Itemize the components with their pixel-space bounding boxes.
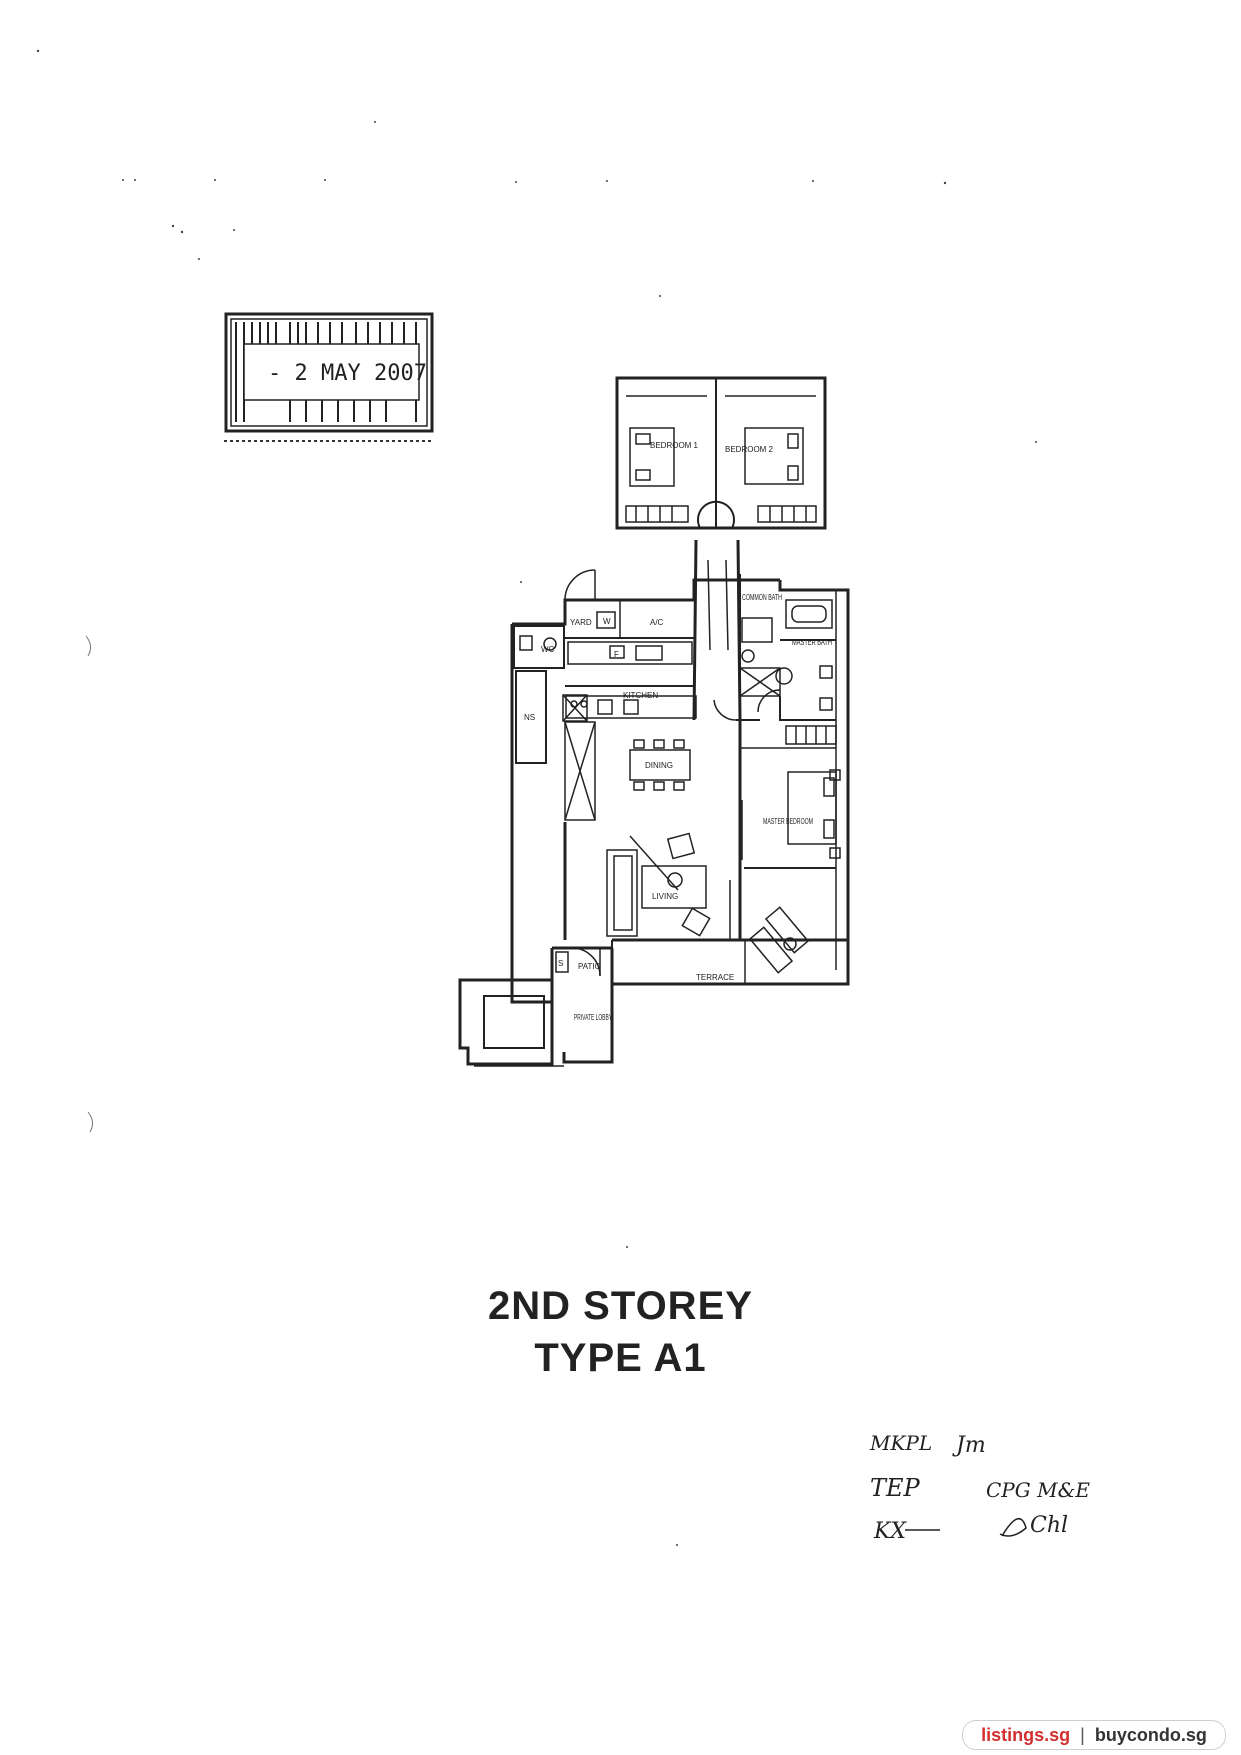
- label-kitchen: KITCHEN: [623, 691, 658, 700]
- label-terrace: TERRACE: [696, 973, 734, 982]
- scan-specks: [36, 49, 1037, 1546]
- label-private-lobby: PRIVATE LOBBY: [574, 1013, 612, 1022]
- received-stamp: - 2 MAY 2007: [224, 312, 434, 442]
- label-patio: PATIO: [578, 962, 601, 971]
- handwritten-approvals: MKPL Jm TEP CPG M&E KX Chl: [869, 1431, 1090, 1544]
- scan-mark: [87, 1111, 94, 1133]
- label-bedroom1: BEDROOM 1: [650, 441, 699, 450]
- label-s: S: [558, 959, 563, 968]
- floor-plan-drawing: - 2 MAY 2007: [36, 49, 1090, 1546]
- title-line-storey: 2ND STOREY: [488, 1284, 753, 1328]
- handwriting-line3: KX: [873, 1519, 907, 1544]
- handwriting-line2: TEP: [870, 1474, 921, 1502]
- label-wc: WC: [541, 645, 555, 654]
- title-line-type: TYPE A1: [534, 1336, 707, 1380]
- footer-link-listings[interactable]: listings.sg: [981, 1724, 1071, 1745]
- stamp-date: - 2 MAY 2007: [268, 361, 427, 386]
- label-master-bedroom: MASTER BEDROOM: [763, 817, 813, 826]
- label-common-bath: COMMON BATH: [742, 593, 782, 602]
- handwriting-line1: MKPL: [869, 1431, 932, 1455]
- handwriting-line3b: Chl: [1030, 1513, 1068, 1538]
- footer-separator: |: [1080, 1724, 1085, 1745]
- label-fridge: F: [614, 650, 619, 659]
- plan-title: 2ND STOREY TYPE A1: [0, 1280, 1241, 1384]
- label-yard: YARD: [570, 618, 592, 627]
- scan-mark: [85, 635, 92, 657]
- label-ac: A/C: [650, 618, 664, 627]
- label-bedroom2: BEDROOM 2: [725, 445, 774, 454]
- label-ns: NS: [524, 713, 535, 722]
- footer-watermark: listings.sg | buycondo.sg: [962, 1720, 1226, 1750]
- label-wm: W: [603, 617, 611, 626]
- footer-link-buycondo[interactable]: buycondo.sg: [1094, 1724, 1207, 1745]
- label-dining: DINING: [645, 761, 673, 770]
- handwriting-line2b: CPG M&E: [986, 1478, 1090, 1502]
- room-labels: BEDROOM 1 BEDROOM 2 COMMON BATH MASTER B…: [524, 441, 832, 1022]
- floor-plan: [458, 376, 850, 1067]
- label-living: LIVING: [652, 892, 678, 901]
- handwriting-line1b: Jm: [952, 1433, 986, 1458]
- label-master-bath: MASTER BATH: [792, 638, 832, 647]
